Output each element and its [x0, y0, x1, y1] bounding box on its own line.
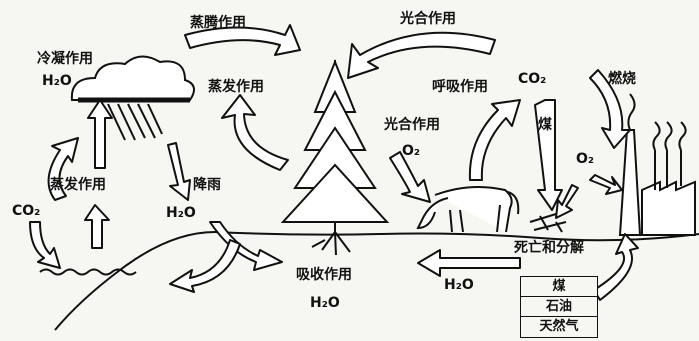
label-coal-vertical: 煤: [538, 118, 552, 132]
arrow-evaporation-tree: [222, 95, 288, 170]
horse: [418, 187, 518, 232]
label-h2o-rain: H₂O: [166, 206, 196, 220]
label-condensation: 冷凝作用: [37, 52, 93, 66]
arrow-h2o-ground: [418, 250, 520, 276]
arrow-rain: [168, 143, 190, 200]
factory: [620, 94, 695, 235]
label-co2-left: CO₂: [12, 204, 40, 218]
label-o2-mid: O₂: [402, 144, 420, 158]
label-h2o-absorption: H₂O: [310, 296, 340, 310]
fossil-fuel-oil: 石油: [520, 296, 598, 318]
label-evaporation-tree: 蒸发作用: [208, 80, 264, 94]
label-o2-right: O₂: [576, 152, 594, 166]
arrow-runoff: [170, 240, 240, 292]
arrow-evaporation-left: [85, 205, 109, 248]
label-transpiration: 蒸腾作用: [190, 16, 246, 30]
label-combustion: 燃烧: [608, 72, 636, 86]
label-respiration: 呼吸作用: [432, 80, 488, 94]
arrow-co2-left: [30, 222, 60, 268]
arrow-evap-left: [88, 100, 112, 168]
water-waves: [40, 270, 136, 275]
label-death-decomposition: 死亡和分解: [514, 241, 584, 255]
arrow-respiration: [470, 100, 520, 180]
fossil-fuel-gas: 天然气: [520, 316, 598, 338]
fossil-fuel-coal: 煤: [520, 276, 598, 298]
label-co2-right: CO₂: [518, 72, 546, 86]
arrow-o2-right-1: [590, 175, 622, 194]
label-rain: 降雨: [193, 178, 221, 192]
arrow-fossil: [594, 234, 638, 300]
pine-tree: [283, 60, 387, 255]
label-h2o-ground: H₂O: [444, 278, 474, 292]
label-photosynthesis-mid: 光合作用: [384, 118, 440, 132]
arrow-photosynthesis-top: [348, 33, 495, 78]
label-photosynthesis-top: 光合作用: [400, 12, 456, 26]
label-evaporation-left: 蒸发作用: [50, 178, 106, 192]
label-h2o-cloud: H₂O: [42, 74, 72, 88]
arrow-o2-horse: [390, 152, 430, 202]
rain-streaks: [108, 104, 162, 140]
label-absorption: 吸收作用: [296, 268, 352, 282]
